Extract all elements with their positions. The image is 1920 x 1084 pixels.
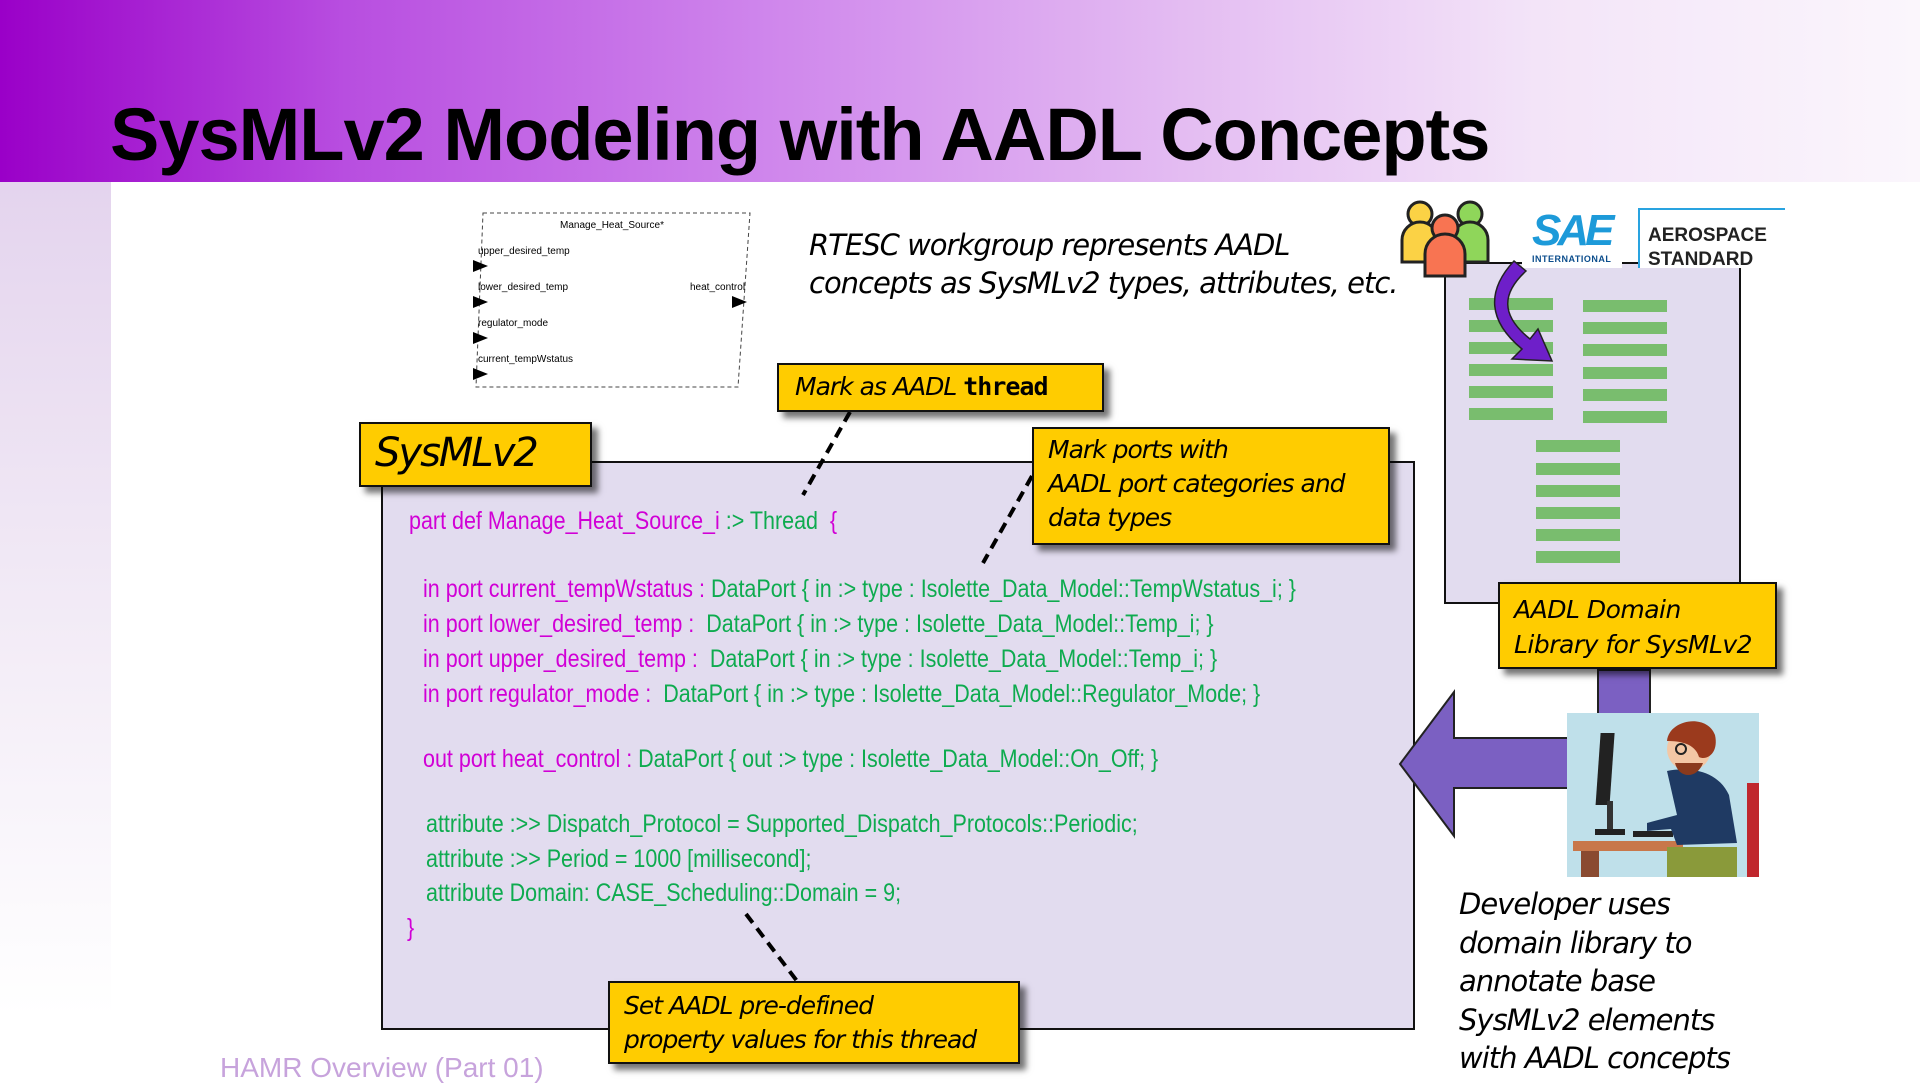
port-arrow-icon bbox=[473, 296, 488, 308]
code-line: out port heat_control : DataPort { out :… bbox=[423, 745, 1158, 774]
slide-footer: HAMR Overview (Part 01) bbox=[220, 1052, 544, 1083]
aerospace-standard-label: AEROSPACE STANDARD bbox=[1638, 208, 1785, 270]
callout-text: AADL port categories and bbox=[1048, 469, 1346, 498]
callout-text: Mark ports with bbox=[1048, 435, 1229, 464]
text-line bbox=[1469, 364, 1553, 376]
code-line: in port lower_desired_temp : DataPort { … bbox=[423, 610, 1214, 639]
code-type: DataPort { in :> type : Isolette_Data_Mo… bbox=[651, 680, 1261, 708]
developer-text-line: annotate base bbox=[1459, 964, 1656, 998]
code-keyword: in port regulator_mode : bbox=[423, 680, 652, 708]
code-keyword: in port current_tempWstatus : bbox=[423, 575, 705, 603]
sae-letters: SAE bbox=[1532, 206, 1615, 255]
callout-mark-thread: Mark as AADL thread bbox=[777, 363, 1104, 412]
component-name: Manage_Heat_Source* bbox=[560, 220, 664, 231]
thread-keyword: thread bbox=[963, 372, 1048, 401]
people-group-icon bbox=[1400, 200, 1490, 278]
developer-text-line: domain library to bbox=[1459, 925, 1692, 960]
text-line bbox=[1536, 507, 1620, 519]
text-line bbox=[1583, 322, 1667, 334]
code-line: attribute Domain: CASE_Scheduling::Domai… bbox=[426, 879, 902, 907]
code-line: part def Manage_Heat_Source_i :> Thread … bbox=[409, 507, 837, 536]
developer-illustration bbox=[1567, 713, 1759, 877]
text-line bbox=[1536, 551, 1620, 563]
thread-diagram-outline bbox=[473, 212, 751, 388]
code-keyword: in port lower_desired_temp : bbox=[423, 610, 695, 638]
code-line: } bbox=[407, 914, 415, 942]
developer-text-line: SysMLv2 elements bbox=[1459, 1002, 1715, 1037]
port-label: current_tempWstatus bbox=[478, 354, 574, 365]
code-line: attribute :>> Dispatch_Protocol = Suppor… bbox=[426, 810, 1138, 838]
slide-title: SysMLv2 Modeling with AADL Concepts bbox=[110, 93, 1490, 176]
port-label: upper_desired_temp bbox=[478, 246, 570, 257]
sysmlv2-label: SysMLv2 bbox=[359, 422, 592, 487]
code-line: in port current_tempWstatus : DataPort {… bbox=[423, 575, 1296, 604]
callout-text: Mark as AADL bbox=[795, 372, 964, 401]
code-brace: { bbox=[817, 507, 838, 535]
callout-text: Library for SysMLv2 bbox=[1514, 630, 1753, 659]
code-keyword: in port upper_desired_temp : bbox=[423, 645, 698, 673]
callout-set-properties: Set AADL pre-defined property values for… bbox=[608, 981, 1020, 1064]
sae-subtitle: INTERNATIONAL bbox=[1532, 254, 1612, 264]
callout-text: data types bbox=[1048, 503, 1172, 532]
text-line bbox=[1469, 298, 1553, 310]
code-type: DataPort { in :> type : Isolette_Data_Mo… bbox=[694, 610, 1214, 638]
text-line bbox=[1583, 367, 1667, 379]
port-arrow-icon bbox=[732, 296, 747, 308]
developer-text-line: Developer uses bbox=[1459, 887, 1671, 921]
code-line: attribute :>> Period = 1000 [millisecond… bbox=[426, 845, 812, 873]
callout-domain-library: AADL Domain Library for SysMLv2 bbox=[1498, 582, 1777, 669]
left-decorative-strip bbox=[0, 182, 111, 1017]
callout-text: Set AADL pre-defined bbox=[624, 991, 874, 1020]
port-arrow-icon bbox=[473, 368, 488, 380]
port-arrow-icon bbox=[473, 260, 488, 272]
port-arrow-icon bbox=[473, 332, 488, 344]
rtesc-description: RTESC workgroup represents AADL concepts… bbox=[809, 226, 1398, 302]
port-label: heat_control bbox=[690, 282, 746, 293]
developer-text-line: with AADL concepts bbox=[1459, 1041, 1731, 1075]
curved-arrow-icon bbox=[1493, 259, 1554, 362]
code-type: DataPort { in :> type : Isolette_Data_Mo… bbox=[697, 645, 1218, 673]
text-line bbox=[1536, 529, 1620, 541]
sysml-code-box: part def Manage_Heat_Source_i :> Thread … bbox=[381, 461, 1415, 1030]
text-line bbox=[1583, 389, 1667, 401]
text-line bbox=[1536, 463, 1620, 475]
callout-text: AADL Domain bbox=[1514, 595, 1681, 624]
text-line bbox=[1583, 300, 1667, 312]
standard-line: AEROSPACE bbox=[1648, 225, 1767, 246]
port-label: regulator_mode bbox=[478, 318, 549, 329]
slide-header bbox=[0, 0, 1920, 182]
rtesc-line: RTESC workgroup represents AADL bbox=[809, 228, 1290, 262]
sae-logo: SAE INTERNATIONAL bbox=[1522, 206, 1622, 268]
code-keyword: part def Manage_Heat_Source_i bbox=[409, 507, 720, 535]
code-keyword: out port heat_control : bbox=[423, 745, 633, 773]
text-line bbox=[1536, 440, 1620, 452]
code-line: in port regulator_mode : DataPort { in :… bbox=[423, 680, 1260, 709]
code-line: in port upper_desired_temp : DataPort { … bbox=[423, 645, 1217, 674]
domain-library-document bbox=[1444, 262, 1741, 604]
thread-diagram: Manage_Heat_Source* upper_desired_temp l… bbox=[468, 209, 753, 389]
code-type: DataPort { in :> type : Isolette_Data_Mo… bbox=[704, 575, 1296, 603]
code-type: :> Thread bbox=[719, 507, 818, 535]
text-line bbox=[1536, 485, 1620, 497]
text-line bbox=[1469, 386, 1553, 398]
standard-line: STANDARD bbox=[1648, 249, 1754, 270]
rtesc-line: concepts as SysMLv2 types, attributes, e… bbox=[809, 266, 1398, 300]
code-type: DataPort { out :> type : Isolette_Data_M… bbox=[632, 745, 1159, 773]
developer-description: Developer uses domain library to annotat… bbox=[1459, 885, 1731, 1078]
text-line bbox=[1469, 408, 1553, 420]
callout-text: property values for this thread bbox=[624, 1025, 977, 1054]
text-line bbox=[1583, 344, 1667, 356]
callout-mark-ports: Mark ports with AADL port categories and… bbox=[1032, 427, 1390, 545]
text-line bbox=[1583, 411, 1667, 423]
port-label: lower_desired_temp bbox=[478, 282, 569, 293]
